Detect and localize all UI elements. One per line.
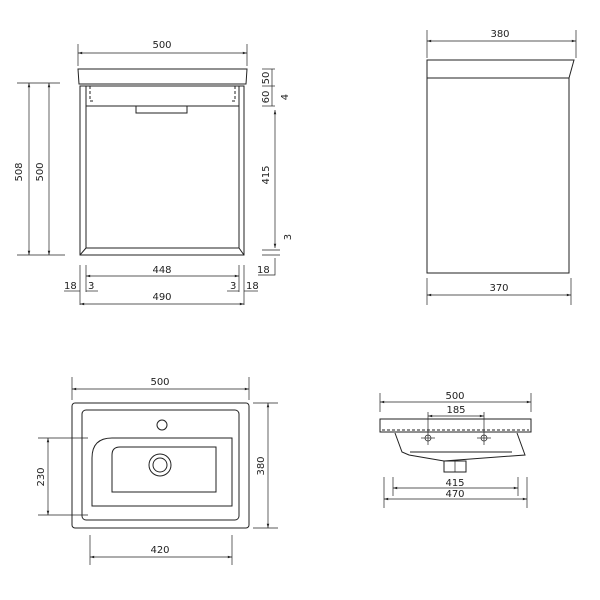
dim-gap-top: 4	[280, 94, 291, 100]
dim-side-left: 18	[64, 281, 77, 292]
dim-plinth: 18	[257, 265, 270, 276]
dim-door-height: 415	[261, 165, 272, 184]
dim-drawer-top: 60	[261, 91, 272, 104]
dim-gap-right: 3	[230, 281, 236, 292]
cabinet-front-view: 500 508 500 50 60 4 415 3 18 448 18 3 3 …	[14, 40, 294, 306]
dim-height-total: 508	[14, 162, 25, 181]
dim-basin-depth: 380	[256, 456, 267, 475]
dim-bowl-width: 420	[150, 545, 169, 556]
dim-depth-body: 370	[489, 283, 508, 294]
dim-body-width: 490	[152, 292, 171, 303]
dim-depth-top: 380	[490, 29, 509, 40]
dim-basin-width: 500	[150, 377, 169, 388]
dim-outer-width-basin: 470	[445, 489, 464, 500]
dim-bracket-spacing: 185	[446, 405, 465, 416]
basin-top-view: 500 380 230 420	[36, 377, 278, 565]
dim-inner-width-basin: 415	[445, 478, 464, 489]
cabinet-side-view: 380 370	[426, 29, 577, 305]
basin-front-view: 500 185 415 470	[379, 391, 532, 508]
dim-basin-front-width: 500	[445, 391, 464, 402]
dim-gap-left: 3	[88, 281, 94, 292]
dim-width-top: 500	[152, 40, 171, 51]
dim-side-right: 18	[246, 281, 259, 292]
dim-gap-bottom: 3	[283, 234, 294, 240]
dim-bowl-depth: 230	[36, 467, 47, 486]
dim-top-thickness: 50	[261, 72, 272, 85]
dim-height-body: 500	[35, 162, 46, 181]
dim-inner-width: 448	[152, 265, 171, 276]
